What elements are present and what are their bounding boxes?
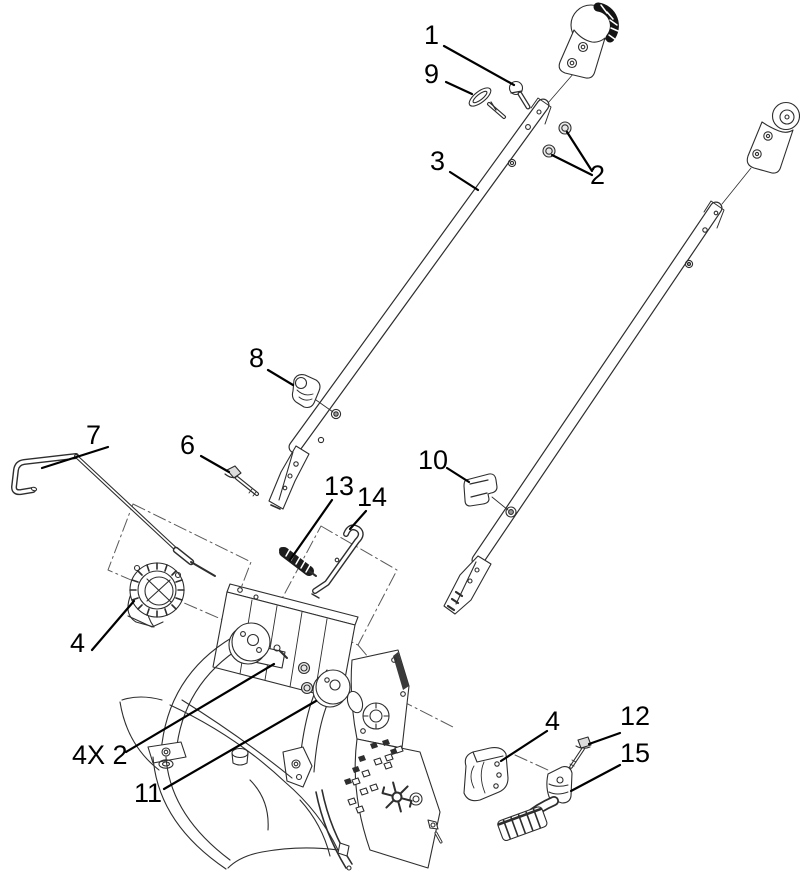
tine-star <box>381 781 413 813</box>
callout-8: 8 <box>249 343 265 373</box>
callout-4-right: 4 <box>545 706 561 736</box>
flange-nuts <box>542 121 572 158</box>
callout-1: 1 <box>424 20 440 50</box>
callout-14: 14 <box>357 482 388 512</box>
callout-12: 12 <box>620 701 651 731</box>
handle-clamp-right <box>463 747 509 802</box>
upper-handle-left <box>268 97 552 510</box>
callout-7: 7 <box>86 420 102 450</box>
handle-mount-bracket <box>298 669 364 773</box>
handle-grip-right <box>721 101 800 205</box>
callout-6: 6 <box>180 430 196 460</box>
bolt-12 <box>569 736 592 769</box>
cable-clip <box>463 473 509 511</box>
upper-handle-right <box>443 200 725 615</box>
tiller-housing <box>119 583 443 871</box>
callout-11: 11 <box>134 778 163 808</box>
latch-link <box>311 524 364 599</box>
callout-2: 2 <box>590 160 606 190</box>
callout-10: 10 <box>418 445 449 475</box>
rod-with-hook <box>11 453 216 577</box>
callout-leader-lines <box>40 44 622 793</box>
callout-4x-2: 4X 2 <box>72 740 128 770</box>
callout-4-left: 4 <box>70 628 86 658</box>
spring <box>278 546 317 577</box>
flange-nuts-4x <box>273 644 314 695</box>
callout-9: 9 <box>424 59 440 89</box>
depth-stake-lever <box>497 766 573 842</box>
bolt-6 <box>224 465 260 497</box>
callout-3: 3 <box>430 146 446 176</box>
lock-pin <box>468 87 506 119</box>
handle-clamp-left <box>127 562 185 628</box>
carriage-bolt <box>508 80 531 110</box>
callout-15: 15 <box>620 738 651 768</box>
knob-clip <box>291 374 334 413</box>
handle-grip-left <box>547 2 619 104</box>
callout-13: 13 <box>324 471 355 501</box>
